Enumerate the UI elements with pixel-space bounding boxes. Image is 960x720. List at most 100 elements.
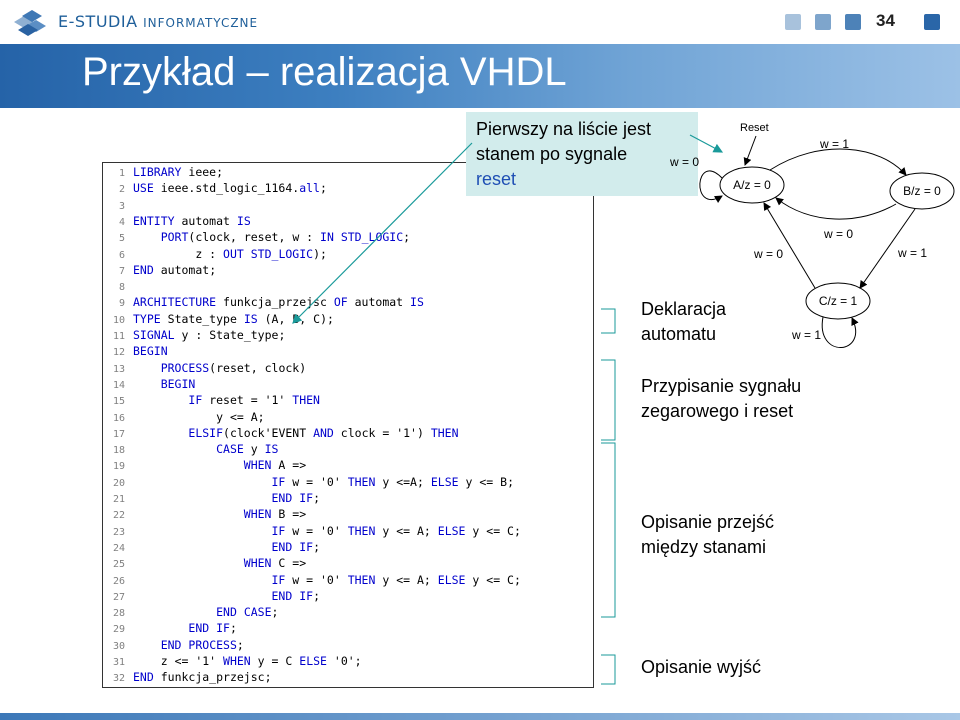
code-line: 22 WHEN B => — [103, 506, 306, 522]
code-text: BEGIN — [133, 344, 168, 359]
line-number: 5 — [118, 233, 125, 245]
code-text: IF reset = '1' THEN — [188, 393, 320, 408]
line-number: 26 — [112, 575, 125, 587]
code-text: TYPE State_type IS (A, B, C); — [133, 311, 334, 326]
code-text: z <= '1' WHEN y = C ELSE '0'; — [160, 654, 362, 668]
line-number: 27 — [112, 591, 125, 603]
code-line: 15 IF reset = '1' THEN — [103, 392, 320, 408]
line-number: 22 — [112, 510, 125, 522]
code-line: 20 IF w = '0' THEN y <=A; ELSE y <= B; — [103, 474, 514, 490]
reset-label: Reset — [740, 122, 769, 134]
c-to-a-edge — [763, 202, 816, 289]
code-text: WHEN B => — [243, 507, 307, 522]
a-self-loop — [699, 170, 723, 204]
code-text: END IF; — [271, 491, 320, 505]
code-line: 24 END IF; — [103, 539, 320, 555]
nav-square-4 — [924, 14, 940, 30]
code-line: 18 CASE y IS — [103, 441, 279, 457]
c-to-a-label: w = 0 — [753, 247, 783, 261]
code-text: PORT(clock, reset, w : IN STD_LOGIC; — [160, 230, 411, 245]
code-text: IF w = '0' THEN y <=A; ELSE y <= B; — [271, 474, 514, 489]
line-number: 20 — [112, 477, 125, 489]
annotation-opisanie-przejsc: Opisanie przejść między stanami — [641, 510, 774, 560]
code-text: z : OUT STD_LOGIC); — [195, 246, 327, 261]
logo-text: E-STUDIA INFORMATYCZNE — [58, 12, 258, 31]
bracket-wyjscia — [601, 654, 616, 685]
code-line: 30 END PROCESS; — [103, 637, 244, 653]
code-text: ENTITY automat IS — [133, 213, 251, 228]
code-text: ELSIF(clock'EVENT AND clock = '1') THEN — [188, 425, 459, 440]
slide-number: 34 — [876, 11, 895, 30]
bracket-deklaracja — [601, 308, 616, 334]
a-to-b-label: w = 1 — [819, 137, 849, 151]
line-number: 12 — [112, 347, 125, 359]
code-text: WHEN A => — [243, 458, 307, 473]
code-text: PROCESS(reset, clock) — [160, 360, 307, 375]
code-text: END IF; — [271, 539, 320, 554]
annotation-przypisanie: Przypisanie sygnału zegarowego i reset — [641, 374, 801, 424]
code-line: 6 z : OUT STD_LOGIC); — [103, 246, 327, 262]
line-number: 7 — [118, 265, 125, 277]
code-text: END CASE; — [216, 605, 279, 620]
reset-arrow — [743, 135, 757, 166]
b-to-a-edge — [775, 197, 897, 220]
code-line: 14 BEGIN — [103, 376, 195, 392]
a-to-b-edge — [769, 148, 907, 176]
code-line: 19 WHEN A => — [103, 457, 306, 473]
annotation-line: między stanami — [641, 537, 767, 557]
a-self-label: w = 0 — [669, 155, 699, 169]
line-number: 15 — [112, 396, 125, 408]
line-number: 23 — [112, 526, 125, 538]
code-line: 13 PROCESS(reset, clock) — [103, 360, 306, 376]
code-text: USE ieee.std_logic_1164.all; — [133, 181, 327, 196]
code-line: 23 IF w = '0' THEN y <= A; ELSE y <= C; — [103, 523, 521, 539]
annotation-line: automatu — [641, 324, 717, 344]
callout-arrow-to-state — [689, 134, 724, 153]
code-text: END automat; — [133, 262, 217, 277]
state-c-label: C/z = 1 — [819, 294, 858, 308]
code-text: IF w = '0' THEN y <= A; ELSE y <= C; — [271, 523, 521, 538]
state-b — [889, 172, 955, 210]
code-line: 10 TYPE State_type IS (A, B, C); — [103, 311, 334, 327]
callout-arrow-to-code — [292, 142, 473, 324]
line-number: 25 — [112, 559, 125, 571]
c-self-label: w = 1 — [791, 328, 821, 342]
callout-line-1: Pierwszy na liście jest — [476, 119, 652, 139]
code-line: 12 BEGIN — [103, 343, 168, 359]
line-number: 19 — [112, 461, 125, 473]
line-number: 10 — [112, 314, 125, 326]
b-to-a-label: w = 0 — [823, 227, 853, 241]
code-text: LIBRARY ieee; — [133, 165, 224, 179]
line-number: 28 — [112, 608, 125, 620]
line-number: 11 — [112, 331, 125, 342]
state-b-label: B/z = 0 — [903, 184, 941, 198]
title-bar — [0, 44, 960, 108]
line-number: 29 — [112, 624, 125, 636]
e-studia-logo-icon — [14, 10, 46, 36]
line-number: 24 — [112, 542, 125, 554]
code-line: 28 END CASE; — [103, 604, 279, 620]
code-line: 8 — [103, 278, 133, 294]
state-a — [719, 166, 785, 204]
code-text: END IF; — [271, 588, 320, 603]
state-a-label: A/z = 0 — [733, 178, 771, 192]
b-to-c-label: w = 1 — [897, 246, 927, 260]
line-number: 6 — [118, 249, 125, 261]
annotation-line: Deklaracja — [641, 299, 727, 319]
code-line: 25 WHEN C => — [103, 555, 306, 571]
bracket-przypisanie — [601, 359, 616, 441]
line-number: 32 — [112, 673, 125, 685]
code-text: IF w = '0' THEN y <= A; ELSE y <= C; — [271, 572, 521, 587]
callout-box — [466, 112, 698, 196]
bottom-bar — [0, 713, 960, 720]
annotation-line: zegarowego i reset — [641, 401, 794, 421]
page-title: Przykład – realizacja VHDL — [82, 50, 567, 94]
line-number: 30 — [112, 640, 125, 652]
line-number: 17 — [112, 428, 125, 440]
